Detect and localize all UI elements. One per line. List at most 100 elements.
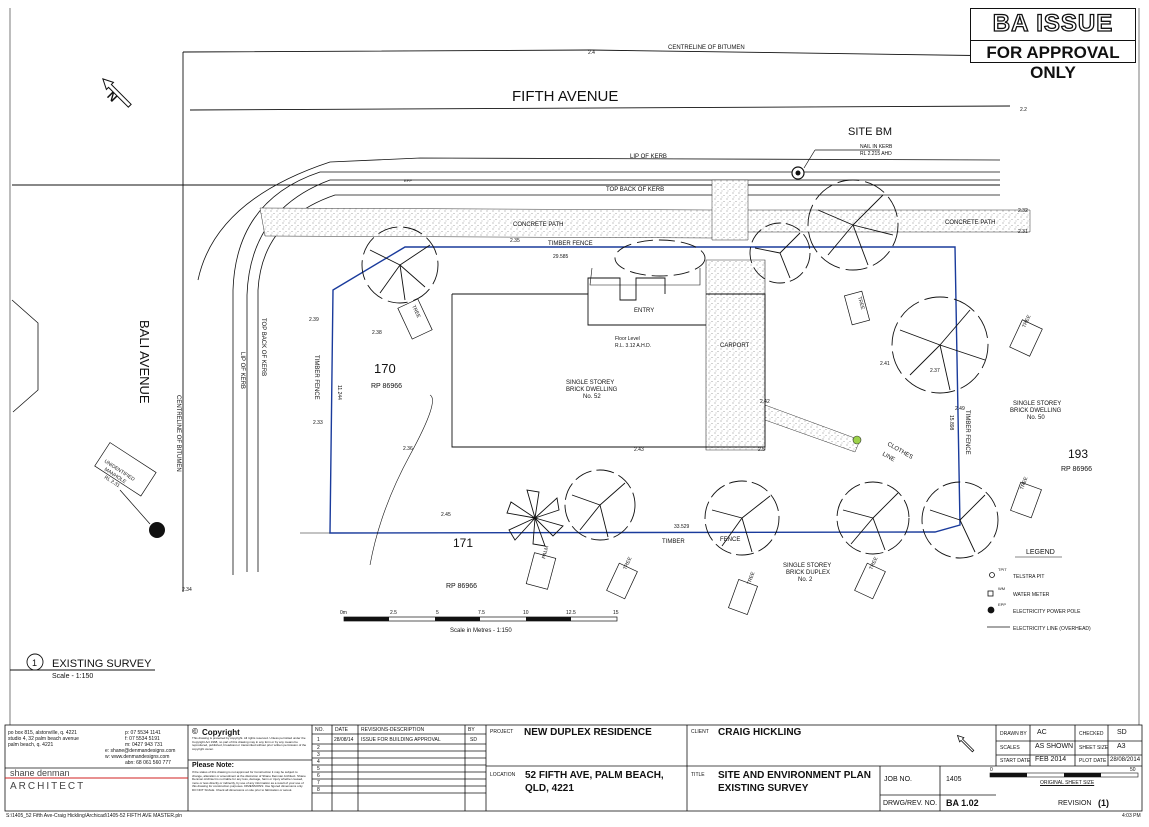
rp-171: RP 86966: [446, 583, 477, 590]
concrete-path-label-2: CONCRETE PATH: [945, 220, 995, 226]
checked-label: CHECKED: [1079, 731, 1104, 737]
address-1: po box 815, alstonville, q. 4221: [8, 730, 77, 736]
dwelling-main-1: SINGLE STOREY: [566, 380, 614, 386]
title-block-frame: [4, 724, 1143, 812]
rev-row-1-no: 1: [317, 737, 320, 743]
drwg-label: DRWG/REV. NO.: [883, 800, 938, 807]
dim-top-label: 29.585: [553, 254, 569, 260]
floor-level-1: Floor Level: [615, 336, 640, 342]
rl-bm-label: RL 2.215 AHD: [860, 151, 892, 157]
north-arrow-icon: N: [102, 78, 132, 108]
location-2: QLD, 4221: [525, 783, 574, 794]
rev-row-1-date: 28/08/14: [334, 737, 354, 743]
dwelling-main-3: No. 52: [583, 394, 601, 400]
manhole-marker: [94, 442, 165, 538]
duplex-2: BRICK DUPLEX: [786, 570, 830, 576]
timber-bottom-label: TIMBER: [662, 539, 685, 545]
street-fifth: FIFTH AVENUE: [512, 88, 618, 105]
rev-row-3-no: 3: [317, 752, 320, 758]
rev-row-8-no: 8: [317, 787, 320, 793]
project-name: NEW DUPLEX RESIDENCE: [524, 727, 652, 738]
level-d: 2.41: [880, 361, 890, 367]
plot-date: 28/08/2014: [1110, 757, 1141, 763]
entry-label: ENTRY: [634, 308, 654, 314]
note-text: If the status of this drawing is not app…: [192, 771, 306, 792]
rev-row-4-no: 4: [317, 759, 320, 765]
drawing-title-2: EXISTING SURVEY: [718, 783, 809, 794]
project-label: PROJECT: [490, 729, 514, 735]
fence-bottom-label: FENCE: [720, 537, 740, 543]
legend-label-3: ELECTRICITY POWER POLE: [1013, 609, 1081, 615]
level-l: 2.31: [1018, 229, 1028, 235]
scale-tick-3: 7.5: [478, 610, 485, 616]
level-a: 2.2: [1020, 107, 1027, 113]
revision-value: (1): [1098, 798, 1109, 808]
rev-header-desc: REVISIONS-DESCRIPTION: [361, 727, 425, 733]
concrete-path-label-1: CONCRETE PATH: [513, 222, 563, 228]
address-3: palm beach, q. 4221: [8, 742, 54, 748]
rev-header-by: BY: [468, 727, 475, 733]
contact-6: abn: 68 061 560 777: [125, 760, 171, 766]
stamp-line-2: FOR APPROVAL ONLY: [971, 40, 1135, 83]
copyright-icon: ©: [192, 727, 198, 736]
level-b: 2.4: [588, 50, 595, 56]
lot-193: 193: [1068, 447, 1088, 461]
client-name: CRAIG HICKLING: [718, 727, 802, 738]
contact-2: f: 07 5534 5191: [125, 736, 160, 742]
level-g: 2.38: [372, 330, 382, 336]
level-h: 2.39: [309, 317, 319, 323]
job-no: 1405: [946, 776, 962, 783]
site-boundary: [329, 246, 961, 534]
side-path: [764, 404, 861, 453]
timber-fence-right-label: TIMBER FENCE: [964, 410, 970, 455]
view-title: EXISTING SURVEY: [52, 658, 152, 670]
drwg-no: BA 1.02: [946, 798, 979, 808]
nail-in-kerb-label: NAIL IN KERB: [860, 144, 893, 150]
firm-title: ARCHITECT: [10, 781, 86, 792]
ba-issue-stamp: BA ISSUE FOR APPROVAL ONLY: [970, 8, 1136, 82]
floor-level-2: R.L. 3.12 A.H.D.: [615, 343, 651, 349]
title-north-arrow-icon: [956, 734, 975, 753]
tree-tag-5: TREE: [622, 556, 633, 571]
dwelling-main-2: BRICK DWELLING: [566, 387, 618, 393]
lip-of-kerb-left: LIP OF KERB: [239, 352, 245, 389]
level-i: 2.34: [182, 587, 192, 593]
start-date-label: START DATE: [1000, 758, 1031, 764]
plot-date-label: PLOT DATE: [1079, 758, 1107, 764]
scale-bar: [343, 616, 618, 622]
scale-tick-5: 12.5: [566, 610, 576, 616]
tree-tag-2: TREE: [856, 296, 865, 311]
note-title: Please Note:: [192, 762, 235, 769]
firm-name: shane denman: [10, 768, 70, 778]
plot-time: 4:03 PM: [1122, 813, 1141, 819]
drawn-by: AC: [1037, 729, 1047, 736]
copyright-text: This drawing is protected by copyright. …: [192, 737, 307, 751]
start-date: FEB 2014: [1035, 756, 1067, 763]
trees: [361, 179, 999, 559]
contact-4: e: shane@denmandesigns.com: [105, 748, 176, 754]
rev-row-1-by: SD: [470, 737, 477, 743]
address-2: studio 4, 32 palm beach avenue: [8, 736, 79, 742]
scales-label: SCALES: [1000, 745, 1020, 751]
legend-label-2: WATER METER: [1013, 592, 1050, 598]
legend-label-1: TELSTRA PIT: [1013, 574, 1044, 580]
dwelling-outline: [451, 277, 766, 448]
lip-of-kerb-top: LIP OF KERB: [630, 154, 667, 160]
rev-row-2-no: 2: [317, 745, 320, 751]
bar-end: 50: [1130, 767, 1136, 773]
street-bali: BALI AVENUE: [137, 320, 152, 404]
carport-label: CARPORT: [720, 343, 750, 349]
title-label: TITLE: [691, 772, 705, 778]
level-f: 2.36: [403, 446, 413, 452]
level-p: 2.5: [758, 447, 765, 453]
palm-tag: PALM: [541, 545, 550, 559]
bar-start: 0: [990, 767, 993, 773]
legend-label-4: ELECTRICITY LINE (OVERHEAD): [1013, 626, 1091, 632]
level-q: 2.49: [955, 406, 965, 412]
stamp-line-1: BA ISSUE: [992, 10, 1114, 37]
centreline-top: [12, 49, 1011, 186]
tree-tag-6: TREE: [746, 570, 756, 585]
scale-tick-1: 2.5: [390, 610, 397, 616]
scales-value: AS SHOWN: [1035, 743, 1074, 750]
